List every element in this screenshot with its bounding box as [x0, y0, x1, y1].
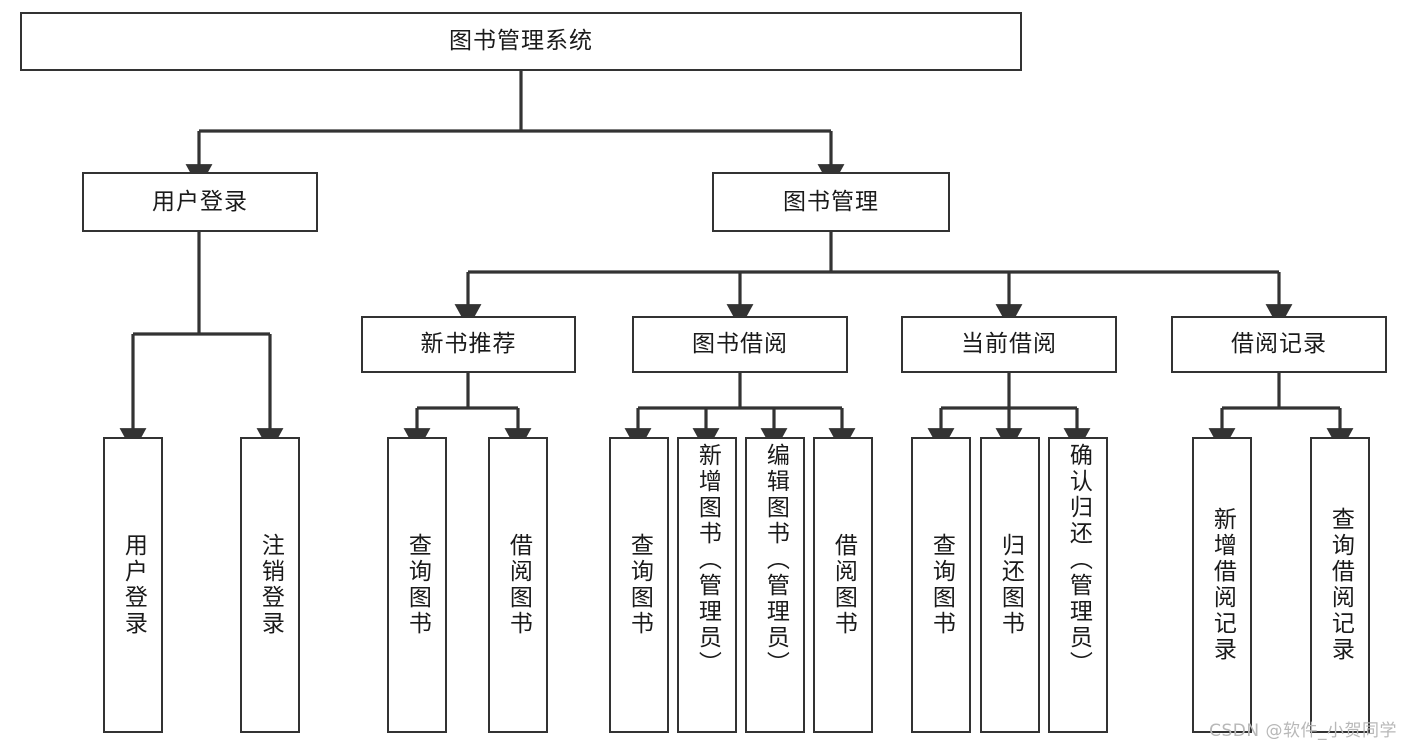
watermark-text: CSDN @软件_小贺同学 — [1209, 721, 1397, 741]
leaf-add-borrow-record[interactable]: 新增借阅记录 — [1192, 437, 1252, 733]
node-label: 图书管理系统 — [449, 28, 593, 55]
node-root-system[interactable]: 图书管理系统 — [20, 12, 1022, 71]
leaf-query-book-current[interactable]: 查询图书 — [911, 437, 971, 733]
node-user-login[interactable]: 用户登录 — [82, 172, 318, 232]
node-label: 编辑图书（管理员） — [762, 443, 789, 677]
node-book-management[interactable]: 图书管理 — [712, 172, 950, 232]
node-label: 查询图书 — [928, 533, 955, 637]
node-current-borrow[interactable]: 当前借阅 — [901, 316, 1117, 373]
leaf-borrow-book-recommend[interactable]: 借阅图书 — [488, 437, 548, 733]
node-label: 借阅记录 — [1231, 331, 1327, 358]
node-label: 注销登录 — [257, 533, 284, 637]
leaf-return-book[interactable]: 归还图书 — [980, 437, 1040, 733]
node-label: 用户登录 — [120, 533, 147, 637]
leaf-user-login[interactable]: 用户登录 — [103, 437, 163, 733]
node-label: 新书推荐 — [420, 331, 517, 358]
node-new-book-recommend[interactable]: 新书推荐 — [361, 316, 576, 373]
leaf-query-book-borrow[interactable]: 查询图书 — [609, 437, 669, 733]
node-label: 图书借阅 — [692, 331, 788, 358]
node-label: 查询图书 — [404, 533, 431, 637]
node-label: 查询图书 — [626, 533, 653, 637]
node-label: 确认归还（管理员） — [1065, 443, 1092, 677]
leaf-query-borrow-record[interactable]: 查询借阅记录 — [1310, 437, 1370, 733]
leaf-query-book-recommend[interactable]: 查询图书 — [387, 437, 447, 733]
node-label: 新增图书（管理员） — [694, 443, 721, 677]
node-label: 新增借阅记录 — [1209, 507, 1236, 663]
leaf-add-book-admin[interactable]: 新增图书（管理员） — [677, 437, 737, 733]
node-book-borrow[interactable]: 图书借阅 — [632, 316, 848, 373]
node-label: 借阅图书 — [505, 533, 532, 637]
node-borrow-record[interactable]: 借阅记录 — [1171, 316, 1387, 373]
node-label: 用户登录 — [152, 188, 248, 215]
leaf-confirm-return-admin[interactable]: 确认归还（管理员） — [1048, 437, 1108, 733]
leaf-logout-login[interactable]: 注销登录 — [240, 437, 300, 733]
node-label: 借阅图书 — [830, 533, 857, 637]
leaf-borrow-book[interactable]: 借阅图书 — [813, 437, 873, 733]
node-label: 查询借阅记录 — [1327, 507, 1354, 663]
node-label: 图书管理 — [783, 188, 879, 215]
leaf-edit-book-admin[interactable]: 编辑图书（管理员） — [745, 437, 805, 733]
node-label: 当前借阅 — [961, 331, 1057, 358]
node-label: 归还图书 — [997, 533, 1024, 637]
